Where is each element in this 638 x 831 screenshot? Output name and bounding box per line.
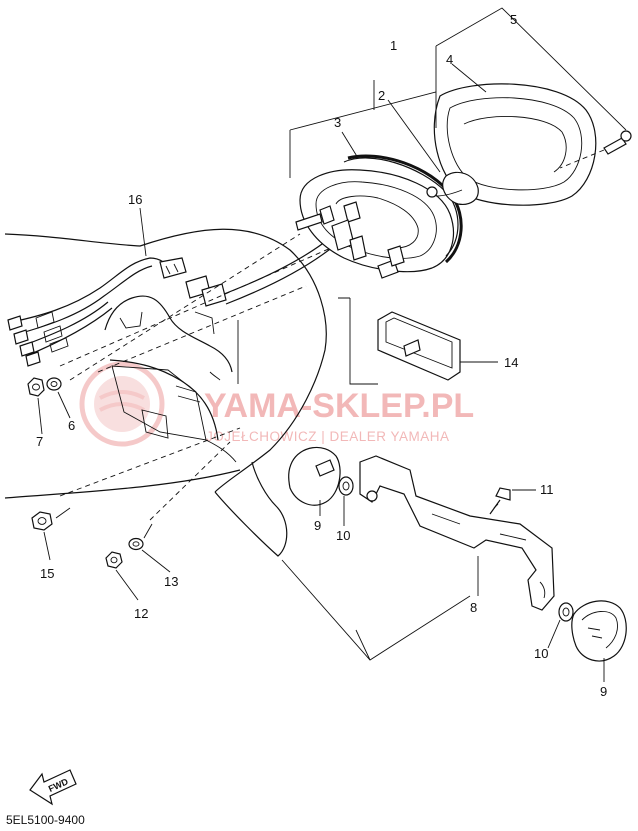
assembly-dashed-lines — [59, 233, 341, 521]
watermark-tagline: JOJEŁCHOWICZ | DEALER YAMAHA — [206, 429, 450, 444]
watermark-brand: YAMA-SKLEP.PL — [204, 387, 474, 425]
tail-light-lens — [433, 83, 597, 206]
callout-3: 3 — [334, 115, 341, 130]
callout-10-left: 10 — [336, 528, 350, 543]
callout-8: 8 — [470, 600, 477, 615]
callout-15: 15 — [40, 566, 54, 581]
callout-11: 11 — [540, 482, 554, 497]
callout-6: 6 — [68, 418, 75, 433]
diagram-code: 5EL5100-9400 — [6, 813, 85, 827]
callout-4: 4 — [446, 52, 453, 67]
callout-9-right: 9 — [600, 684, 607, 699]
callout-16: 16 — [128, 192, 142, 207]
callout-numbers: 1 2 3 4 5 6 7 8 9 9 10 10 11 12 13 14 15… — [36, 12, 607, 699]
washer-right — [558, 602, 574, 622]
leader-lines — [37, 7, 627, 682]
base-studs — [295, 201, 405, 279]
washer-6 — [46, 377, 62, 391]
callout-2: 2 — [378, 88, 385, 103]
nut-7 — [27, 377, 45, 397]
callout-1: 1 — [390, 38, 397, 53]
watermark: YAMA-SKLEP.PL JOJEŁCHOWICZ | DEALER YAMA… — [79, 361, 474, 447]
mounting-bracket — [359, 455, 555, 611]
callout-13: 13 — [164, 574, 178, 589]
callout-12: 12 — [134, 606, 148, 621]
callout-10-right: 10 — [534, 646, 548, 661]
callout-7: 7 — [36, 434, 43, 449]
forward-direction-arrow: FWD — [29, 769, 77, 806]
wire-harness — [7, 237, 335, 367]
tail-light-base — [295, 157, 459, 279]
callout-9-left: 9 — [314, 518, 321, 533]
callout-14: 14 — [504, 355, 518, 370]
wire-terminals — [7, 311, 69, 367]
lens-screw — [559, 130, 632, 169]
callout-5: 5 — [510, 12, 517, 27]
license-reflector-plate — [377, 311, 461, 381]
nut-15 — [31, 511, 53, 531]
washer-left — [338, 476, 354, 496]
washer-13 — [128, 537, 144, 551]
nut-12 — [105, 551, 123, 569]
side-reflector-left — [288, 446, 341, 506]
bolt-11 — [489, 487, 511, 515]
side-reflector-right — [571, 600, 627, 662]
